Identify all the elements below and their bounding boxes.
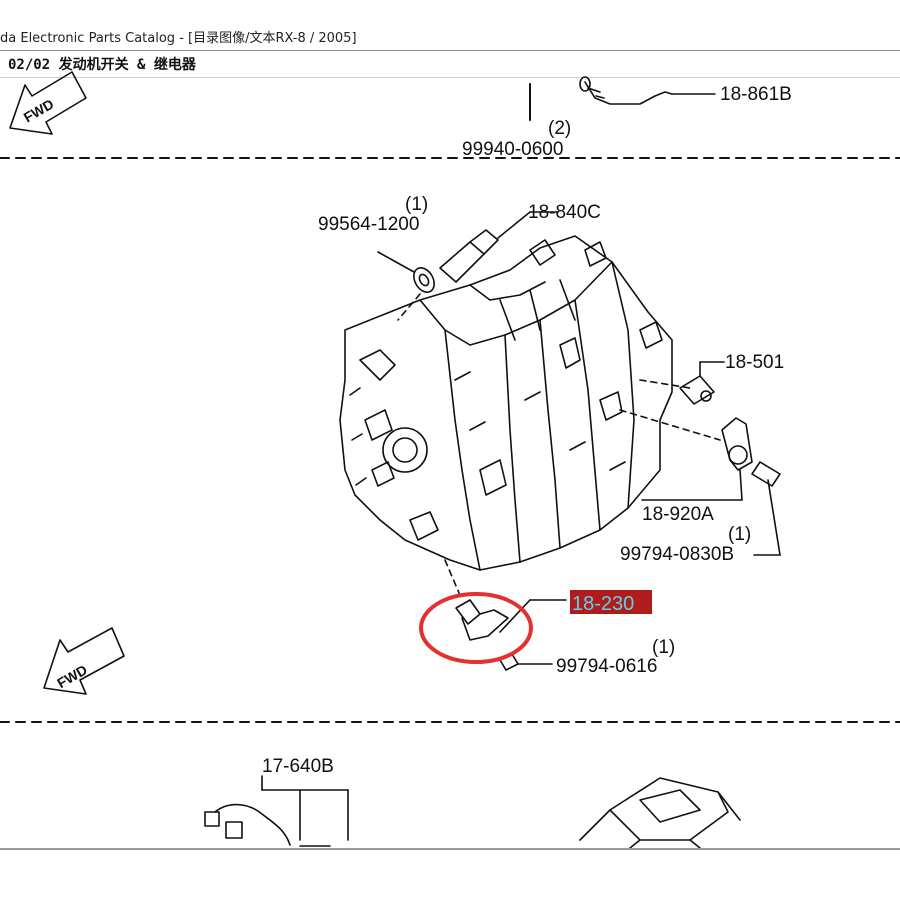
callout-18-861B: 18-861B xyxy=(720,84,792,105)
sensor-18-840C-icon xyxy=(439,211,559,283)
engine-block-illustration xyxy=(339,235,673,571)
section-title: 02/02 发动机开关 & 继电器 xyxy=(8,57,196,73)
callout-99794-0616: 99794-0616 xyxy=(556,656,657,677)
callout-18-920A: 18-920A xyxy=(642,504,714,525)
hose-part-icon xyxy=(579,76,716,105)
fwd-arrow-icon-bottom xyxy=(43,627,125,695)
callout-18-840C: 18-840C xyxy=(528,202,601,223)
callout-99564-1200: 99564-1200 xyxy=(318,214,419,235)
window-title-bar: da Electronic Parts Catalog - [目录图像/文本RX… xyxy=(0,22,900,51)
crank-sensor-18-230-icon xyxy=(455,599,567,641)
washer-icon xyxy=(377,251,435,321)
callout-17-640B: 17-640B xyxy=(262,756,334,777)
callout-qty-99564-1200: (1) xyxy=(405,194,428,215)
callout-qty-99940-0600: (2) xyxy=(548,118,571,139)
window-title: da Electronic Parts Catalog - [目录图像/文本RX… xyxy=(0,31,357,46)
callout-99794-0830B: 99794-0830B xyxy=(620,544,734,565)
sensor-18-501-icon xyxy=(679,361,725,405)
fwd-label-top: FWD xyxy=(21,96,57,126)
highlight-circle xyxy=(419,592,533,664)
fwd-label-bottom: FWD xyxy=(54,661,90,691)
bottom-status-bar xyxy=(0,848,900,902)
callout-18-501: 18-501 xyxy=(725,352,784,373)
callout-qty-99794-0616: (1) xyxy=(652,637,675,658)
bolt-icon xyxy=(751,461,781,556)
section-header: 02/02 发动机开关 & 继电器 xyxy=(0,51,900,78)
fwd-arrow-icon-top xyxy=(9,71,87,135)
callout-qty-99794-0830B: (1) xyxy=(728,524,751,545)
callout-18-230: 18-230 xyxy=(572,593,634,615)
callout-99940-0600: 99940-0600 xyxy=(462,139,563,160)
mount-bracket-illustration xyxy=(579,777,741,849)
sensor-18-920A-icon xyxy=(641,417,753,501)
highlight-box xyxy=(570,590,652,614)
wire-harness-icon xyxy=(204,775,349,846)
